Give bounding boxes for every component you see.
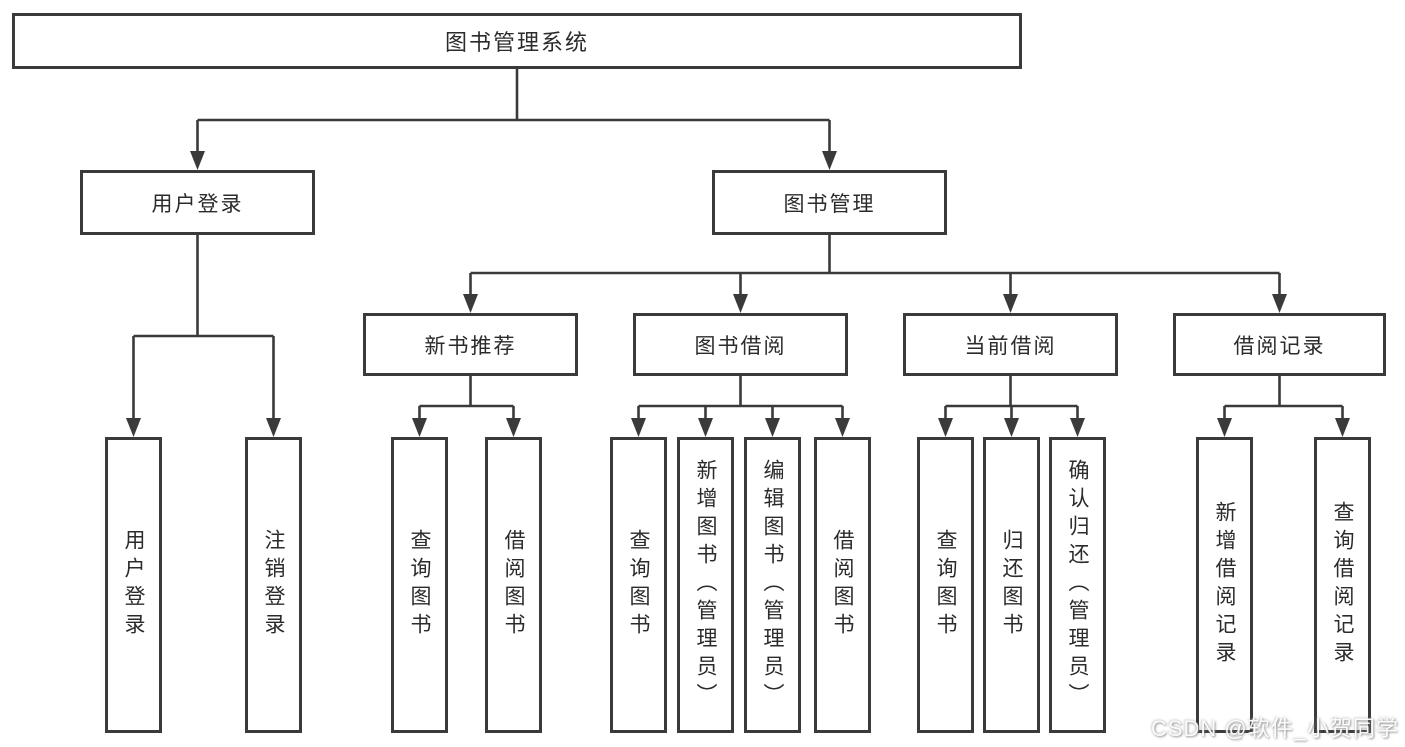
leaf-query-book-borrow: 查询图书 bbox=[610, 437, 667, 733]
arrowheads bbox=[126, 151, 1350, 437]
node-book-borrow: 图书借阅 bbox=[633, 313, 848, 376]
node-user-login: 用户登录 bbox=[80, 170, 315, 235]
leaf-logout: 注销登录 bbox=[245, 437, 302, 733]
leaf-query-book-current: 查询图书 bbox=[917, 437, 974, 733]
leaf-label: 新增借阅记录 bbox=[1213, 501, 1236, 669]
leaf-label: 查询借阅记录 bbox=[1331, 501, 1354, 669]
node-book-management: 图书管理 bbox=[712, 170, 947, 235]
leaf-label: 编辑图书（管理员） bbox=[761, 459, 784, 711]
leaf-label: 确认归还（管理员） bbox=[1066, 459, 1089, 711]
node-library-system: 图书管理系统 bbox=[12, 13, 1022, 69]
leaf-label: 查询图书 bbox=[934, 529, 957, 641]
node-current-borrow: 当前借阅 bbox=[903, 313, 1118, 376]
leaf-label: 用户登录 bbox=[122, 529, 145, 641]
leaf-add-borrow-record: 新增借阅记录 bbox=[1196, 437, 1253, 733]
leaf-label: 新增图书（管理员） bbox=[694, 459, 717, 711]
leaf-confirm-return-admin: 确认归还（管理员） bbox=[1049, 437, 1106, 733]
leaf-return-book: 归还图书 bbox=[983, 437, 1040, 733]
leaf-user-login: 用户登录 bbox=[105, 437, 162, 733]
node-new-book-recommend: 新书推荐 bbox=[363, 313, 578, 376]
leaf-query-borrow-record: 查询借阅记录 bbox=[1314, 437, 1371, 733]
leaf-label: 注销登录 bbox=[262, 529, 285, 641]
leaf-add-book-admin: 新增图书（管理员） bbox=[677, 437, 734, 733]
leaf-query-book-recommend: 查询图书 bbox=[391, 437, 448, 733]
node-borrow-records: 借阅记录 bbox=[1173, 313, 1386, 376]
leaf-borrow-book-recommend: 借阅图书 bbox=[485, 437, 542, 733]
leaf-edit-book-admin: 编辑图书（管理员） bbox=[744, 437, 801, 733]
leaf-label: 查询图书 bbox=[627, 529, 650, 641]
leaf-borrow-book: 借阅图书 bbox=[814, 437, 871, 733]
leaf-label: 借阅图书 bbox=[831, 529, 854, 641]
csdn-watermark: CSDN @软件_小贺同学 bbox=[1150, 716, 1399, 741]
leaf-label: 归还图书 bbox=[1000, 529, 1023, 641]
leaf-label: 查询图书 bbox=[408, 529, 431, 641]
leaf-label: 借阅图书 bbox=[502, 529, 525, 641]
